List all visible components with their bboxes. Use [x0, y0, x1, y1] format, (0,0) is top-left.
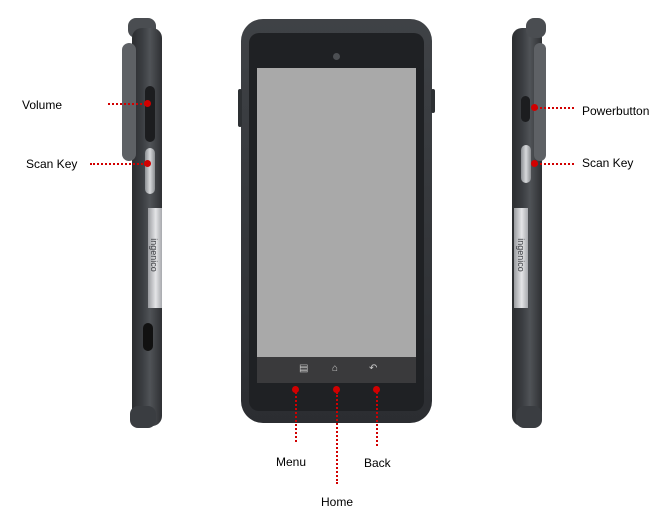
- front-bezel: ▤ ⌂ ↶: [249, 33, 424, 411]
- power-button: [521, 96, 530, 122]
- label-scan-key-right: Scan Key: [582, 156, 634, 170]
- front-camera: [333, 53, 340, 60]
- left-side-view: ingenico: [118, 18, 168, 428]
- label-home: Home: [321, 495, 354, 509]
- right-side-view: ingenico: [508, 18, 558, 428]
- brand-logo-left: ingenico: [149, 238, 159, 272]
- marker-power-button: [531, 104, 538, 111]
- leader-scan-key-right: [536, 163, 574, 165]
- marker-scan-key-right: [531, 160, 538, 167]
- label-scan-key-left: Scan Key: [26, 157, 78, 171]
- right-clip-top: [526, 18, 546, 38]
- back-arrow-icon: ↶: [369, 363, 378, 374]
- leader-power-button: [536, 107, 574, 109]
- scan-key-left-button: [145, 148, 155, 194]
- side-button-left-lug: [238, 89, 242, 127]
- bottom-clip: [130, 406, 156, 428]
- front-view: ▤ ⌂ ↶: [238, 19, 435, 423]
- marker-back: [373, 386, 380, 393]
- right-side-rail: [534, 43, 546, 161]
- leader-back: [376, 392, 378, 446]
- label-menu: Menu: [276, 455, 307, 469]
- label-back: Back: [364, 456, 391, 470]
- volume-button: [145, 86, 155, 142]
- leader-home: [336, 392, 338, 484]
- leader-scan-key-left: [90, 163, 146, 165]
- leader-volume: [108, 103, 146, 105]
- side-rail: [122, 43, 136, 161]
- right-bottom-clip: [516, 406, 542, 428]
- menu-bars-icon: ▤: [299, 363, 309, 374]
- brand-plate-left: [148, 208, 162, 308]
- home-icon: ⌂: [332, 363, 339, 374]
- display-screen: [257, 68, 416, 357]
- marker-scan-key-left: [144, 160, 151, 167]
- brand-plate-right: [514, 208, 528, 308]
- marker-menu: [292, 386, 299, 393]
- side-button-right-lug: [431, 89, 435, 113]
- label-power-button: Powerbutton: [582, 104, 650, 118]
- brand-logo-right: ingenico: [516, 238, 526, 272]
- marker-home: [333, 386, 340, 393]
- usb-port: [143, 323, 153, 351]
- label-volume: Volume: [22, 98, 63, 112]
- navigation-bar: ▤ ⌂ ↶: [257, 357, 416, 383]
- marker-volume: [144, 100, 151, 107]
- scan-key-right-button: [521, 145, 531, 183]
- leader-menu: [295, 392, 297, 442]
